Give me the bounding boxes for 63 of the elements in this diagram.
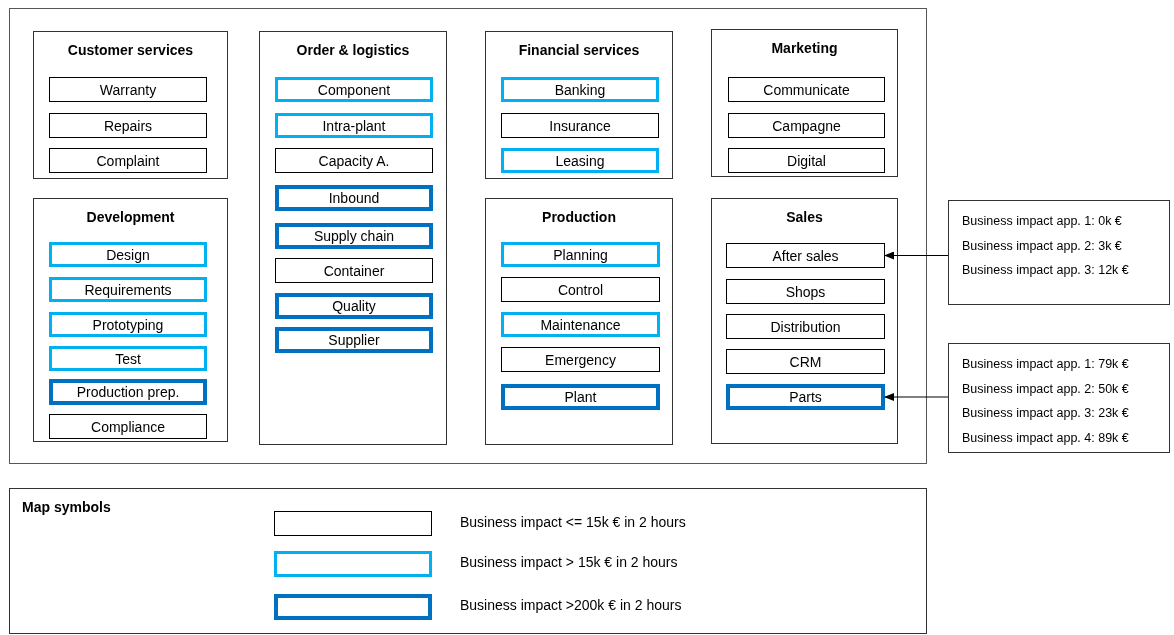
group-panel — [711, 198, 898, 444]
map-frame — [9, 8, 927, 464]
function-box: Inbound — [275, 185, 433, 211]
legend-text: Business impact > 15k € in 2 hours — [460, 554, 678, 570]
impact-text: Business impact app. 2: 3k € — [962, 237, 1123, 255]
arrow — [884, 393, 949, 401]
function-box: Campagne — [728, 113, 885, 138]
group-heading: Order & logistics — [295, 42, 411, 58]
function-box: Communicate — [728, 77, 885, 102]
legend-text: Business impact <= 15k € in 2 hours — [460, 514, 686, 530]
function-box: Distribution — [726, 314, 885, 339]
function-box: Maintenance — [501, 312, 660, 337]
group-heading: Development — [85, 209, 176, 225]
group-panel — [485, 198, 673, 445]
note-box — [948, 343, 1170, 453]
function-box: Design — [49, 242, 207, 267]
function-box: Control — [501, 277, 660, 302]
group-heading: Marketing — [770, 40, 839, 56]
function-box: Complaint — [49, 148, 207, 173]
impact-text: Business impact app. 2: 50k € — [962, 380, 1130, 398]
group-panel — [33, 31, 228, 179]
note-box — [948, 200, 1170, 305]
function-box: Supplier — [275, 327, 433, 353]
group-panel — [485, 31, 673, 179]
function-box: Quality — [275, 293, 433, 319]
function-box: Emergency — [501, 347, 660, 372]
function-box: Leasing — [501, 148, 659, 173]
impact-text: Business impact app. 1: 79k € — [962, 356, 1130, 373]
function-box: CRM — [726, 349, 885, 374]
function-box: Requirements — [49, 277, 207, 302]
function-box: Plant — [501, 384, 660, 410]
function-box: Parts — [726, 384, 885, 410]
function-box: Compliance — [49, 414, 207, 439]
group-panel — [33, 198, 228, 442]
function-box: Repairs — [49, 113, 207, 138]
function-box: Test — [49, 346, 207, 371]
function-box: Intra-plant — [275, 113, 433, 138]
function-box: Prototyping — [49, 312, 207, 337]
legend-title: Map symbols — [22, 499, 111, 515]
function-box: Planning — [501, 242, 660, 267]
group-heading: Sales — [785, 209, 824, 225]
group-heading: Production — [541, 209, 617, 225]
arrow — [884, 251, 949, 260]
function-box: Shops — [726, 279, 885, 304]
legend-text: Business impact >200k € in 2 hours — [460, 597, 682, 613]
group-panel — [259, 31, 447, 445]
function-box: Component — [275, 77, 433, 102]
function-box: Digital — [728, 148, 885, 173]
group-heading: Financial services — [517, 42, 641, 58]
impact-text: Business impact app. 1: 0k € — [962, 213, 1123, 230]
function-box: Container — [275, 258, 433, 283]
group-heading: Customer services — [66, 42, 195, 58]
impact-text: Business impact app. 4: 89k € — [962, 429, 1130, 447]
impact-text: Business impact app. 3: 12k € — [962, 262, 1130, 279]
function-box: Warranty — [49, 77, 207, 102]
group-panel — [711, 29, 898, 177]
function-box: Banking — [501, 77, 659, 102]
function-box: Capacity A. — [275, 148, 433, 173]
function-box: After sales — [726, 243, 885, 268]
function-box: Insurance — [501, 113, 659, 138]
function-box: Supply chain — [275, 223, 433, 249]
function-box: Production prep. — [49, 379, 207, 405]
impact-text: Business impact app. 3: 23k € — [962, 405, 1130, 422]
